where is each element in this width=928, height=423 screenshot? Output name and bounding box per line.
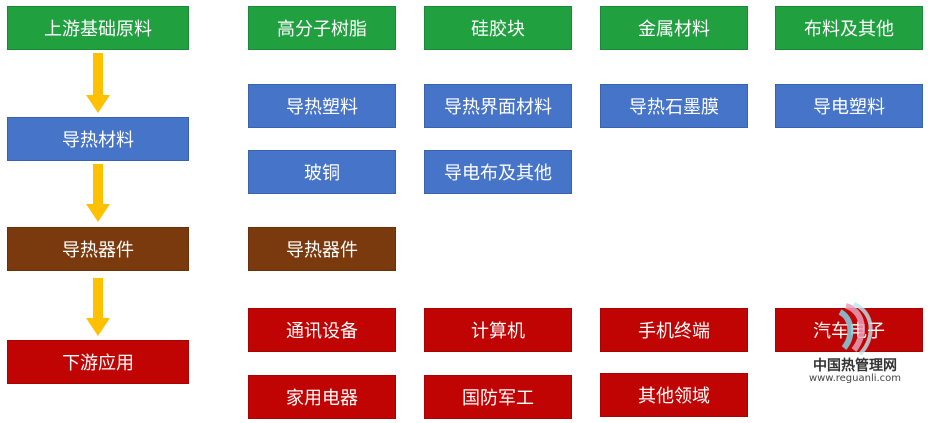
- upstream-raw-materials-box: 上游基础原料: [7, 6, 189, 50]
- thermal-material-label: 导热石墨膜: [629, 97, 719, 118]
- thermal-devices-label: 导热器件: [62, 240, 134, 261]
- thermal-materials-label: 导热材料: [62, 130, 134, 151]
- downstream-applications-box: 下游应用: [7, 340, 189, 384]
- thermal-material-box: 玻铜: [248, 150, 396, 194]
- raw-material-box: 硅胶块: [424, 6, 572, 50]
- raw-material-label: 高分子树脂: [277, 19, 367, 40]
- watermark-url: www.reguanli.com: [808, 373, 902, 384]
- arrow-down-icon: [86, 53, 110, 113]
- upstream-label: 上游基础原料: [44, 19, 152, 40]
- thermal-devices-box: 导热器件: [7, 227, 189, 271]
- raw-material-label: 硅胶块: [471, 19, 525, 40]
- thermal-material-label: 导电塑料: [813, 97, 885, 118]
- application-label: 手机终端: [638, 321, 710, 342]
- reguanli-logo-icon: [838, 302, 873, 356]
- thermal-material-box: 导热塑料: [248, 84, 396, 128]
- application-box: 其他领域: [600, 373, 748, 417]
- application-label: 其他领域: [638, 386, 710, 407]
- thermal-material-label: 玻铜: [304, 163, 340, 184]
- thermal-device-label: 导热器件: [286, 240, 358, 261]
- application-box: 通讯设备: [248, 308, 396, 352]
- application-box: 国防军工: [424, 375, 572, 419]
- application-label: 计算机: [471, 321, 525, 342]
- raw-material-label: 布料及其他: [804, 19, 894, 40]
- thermal-material-box: 导电塑料: [775, 84, 923, 128]
- arrow-down-icon: [86, 164, 110, 222]
- thermal-material-label: 导电布及其他: [444, 163, 552, 184]
- thermal-material-box: 导电布及其他: [424, 150, 572, 194]
- raw-material-box: 布料及其他: [775, 6, 923, 50]
- application-label: 国防军工: [462, 388, 534, 409]
- thermal-material-label: 导热塑料: [286, 97, 358, 118]
- watermark: 中国热管理网 www.reguanli.com: [802, 302, 908, 384]
- application-box: 家用电器: [248, 375, 396, 419]
- raw-material-box: 金属材料: [600, 6, 748, 50]
- thermal-device-box: 导热器件: [248, 227, 396, 271]
- thermal-materials-box: 导热材料: [7, 117, 189, 161]
- application-box: 手机终端: [600, 308, 748, 352]
- thermal-material-label: 导热界面材料: [444, 97, 552, 118]
- application-label: 家用电器: [286, 388, 358, 409]
- downstream-label: 下游应用: [62, 353, 134, 374]
- raw-material-box: 高分子树脂: [248, 6, 396, 50]
- application-box: 计算机: [424, 308, 572, 352]
- arrow-down-icon: [86, 278, 110, 336]
- raw-material-label: 金属材料: [638, 19, 710, 40]
- thermal-material-box: 导热石墨膜: [600, 84, 748, 128]
- application-label: 通讯设备: [286, 321, 358, 342]
- watermark-name: 中国热管理网: [813, 358, 897, 374]
- thermal-material-box: 导热界面材料: [424, 84, 572, 128]
